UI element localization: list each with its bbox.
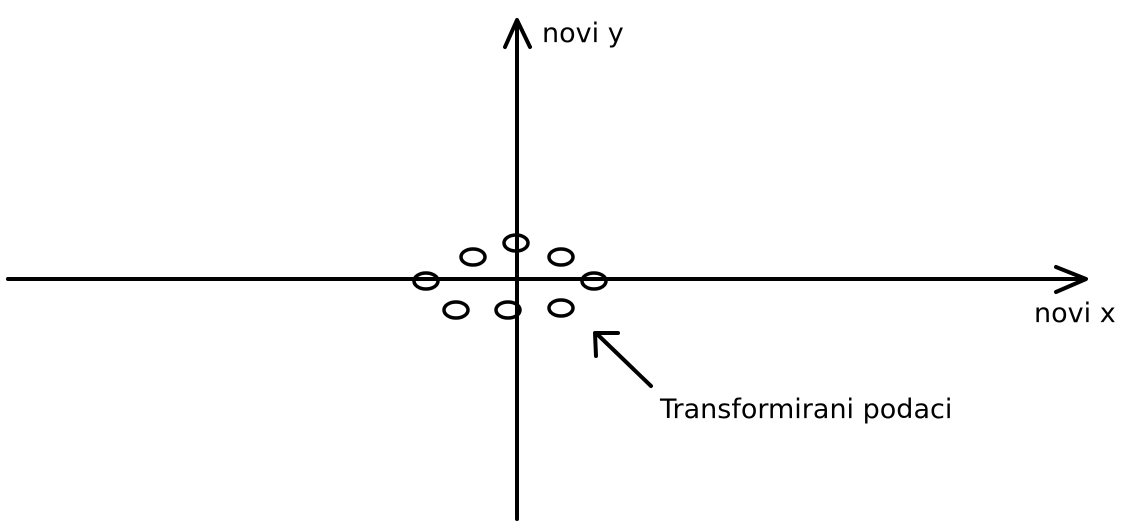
transformed-data-points: [412, 233, 608, 320]
point-right: [580, 271, 608, 291]
annotation-label: Transformirani podaci: [660, 394, 953, 425]
y-axis-arrowhead: [503, 18, 532, 49]
point-lower-right: [547, 298, 575, 318]
point-top: [502, 233, 530, 253]
annotation-arrow-shaft: [595, 332, 653, 388]
annotation-arrowhead: [593, 331, 620, 358]
x-axis-arrowhead: [1054, 265, 1088, 294]
point-lower-left: [442, 300, 470, 320]
point-lower-center: [494, 300, 522, 320]
point-upper-left: [459, 247, 487, 267]
x-axis-label: novi x: [1034, 298, 1116, 329]
y-axis-label: novi y: [542, 18, 624, 49]
point-left: [412, 271, 440, 291]
point-upper-right: [547, 247, 575, 267]
